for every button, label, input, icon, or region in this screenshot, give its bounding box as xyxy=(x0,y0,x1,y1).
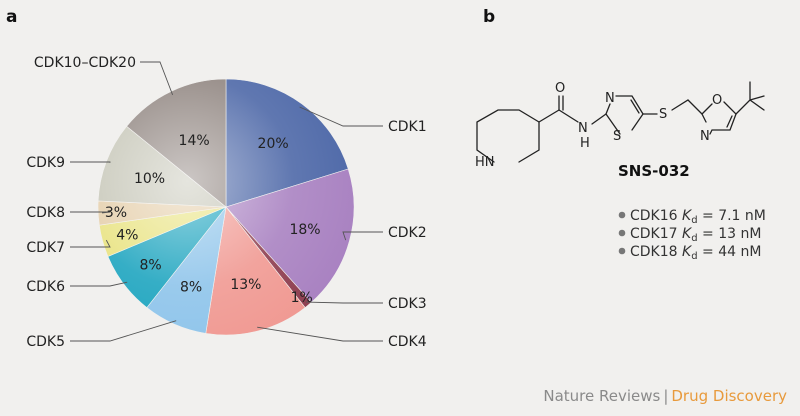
kd-subscript: d xyxy=(691,233,697,244)
kd-symbol: K xyxy=(682,208,693,224)
kd-subscript: d xyxy=(691,215,697,226)
value-label-cdk5: 8% xyxy=(180,280,202,296)
bullet xyxy=(618,211,626,219)
bond-s-ch2-oxazole xyxy=(671,99,703,115)
category-label-cdk6: CDK6 xyxy=(26,279,65,295)
thiazole-ring xyxy=(605,95,644,135)
panel-label-b: b xyxy=(483,7,495,27)
atom-h-amide: H xyxy=(580,136,590,151)
kd-symbol: K xyxy=(682,244,693,260)
kd-entry: CDK18 Kd = 44 nM xyxy=(630,244,761,262)
oxazole-ring xyxy=(701,101,737,135)
kd-symbol: K xyxy=(682,226,693,242)
bond-carbonyl-nh xyxy=(558,109,579,123)
pie-leader-lines xyxy=(70,61,383,342)
leader-line-cdk6 xyxy=(70,281,128,287)
figure-credit: Nature Reviews|Drug Discovery xyxy=(543,387,787,405)
value-label-cdk1: 20% xyxy=(258,136,289,152)
leader-line-cdk2 xyxy=(342,231,383,241)
bond-nh-thiazole xyxy=(591,113,607,125)
leader-line-cdk10-cdk20 xyxy=(140,61,174,96)
value-label-cdk10-cdk20: 14% xyxy=(179,133,210,149)
category-label-cdk1: CDK1 xyxy=(388,119,427,135)
category-label-cdk2: CDK2 xyxy=(388,225,427,241)
kd-value: = 7.1 nM xyxy=(698,208,766,224)
kd-value: = 44 nM xyxy=(698,244,762,260)
leader-line-cdk1 xyxy=(299,106,383,127)
atom-n-thiazole: N xyxy=(605,91,615,106)
kd-list: CDK16 Kd = 7.1 nM CDK17 Kd = 13 nM CDK18… xyxy=(618,208,766,262)
pie-chart: 20%18%1%13%8%8%4%3%10%14% CDK1CDK2CDK3CD… xyxy=(26,55,426,350)
category-label-cdk4: CDK4 xyxy=(388,334,427,350)
bond-pip-carbonyl xyxy=(538,109,560,123)
leader-line-cdk5 xyxy=(70,320,177,342)
kd-subscript: d xyxy=(691,251,697,262)
category-label-cdk8: CDK8 xyxy=(26,205,65,221)
atom-s-thiazole: S xyxy=(613,129,621,144)
tert-butyl-group xyxy=(735,81,765,115)
category-label-cdk3: CDK3 xyxy=(388,296,427,312)
pie-highlight xyxy=(98,79,354,335)
value-label-cdk9: 10% xyxy=(134,171,165,187)
leader-line-cdk3 xyxy=(305,301,383,304)
credit-publisher: Nature Reviews xyxy=(543,387,661,405)
kd-item: CDK18 Kd = 44 nM xyxy=(618,244,761,262)
atom-n-amide: N xyxy=(578,121,588,136)
value-label-cdk6: 8% xyxy=(139,257,161,273)
atom-o-oxazole: O xyxy=(712,93,722,108)
bullet xyxy=(618,247,626,255)
kd-target: CDK16 xyxy=(630,208,678,224)
category-label-cdk5: CDK5 xyxy=(26,334,65,350)
leader-line-cdk9 xyxy=(70,161,111,163)
kd-item: CDK17 Kd = 13 nM xyxy=(618,226,761,244)
bullet xyxy=(618,229,626,237)
pie-value-labels: 20%18%1%13%8%8%4%3%10%14% xyxy=(105,133,321,306)
credit-separator: | xyxy=(663,387,669,405)
atom-hn-piperidine: HN xyxy=(475,155,495,170)
category-label-cdk9: CDK9 xyxy=(26,155,65,171)
sns032-structure: O N H N S S O N HN xyxy=(475,81,765,170)
atom-n-oxazole: N xyxy=(700,129,710,144)
panel-label-a: a xyxy=(6,7,17,27)
kd-target: CDK18 xyxy=(630,244,678,260)
category-label-cdk7: CDK7 xyxy=(26,240,65,256)
kd-item: CDK16 Kd = 7.1 nM xyxy=(618,208,766,226)
kd-value: = 13 nM xyxy=(698,226,762,242)
bond-carbonyl-double xyxy=(558,95,564,111)
value-label-cdk7: 4% xyxy=(116,227,138,243)
atom-o-carbonyl: O xyxy=(555,81,565,96)
compound-name: SNS-032 xyxy=(618,162,690,180)
kd-entry: CDK16 Kd = 7.1 nM xyxy=(630,208,766,226)
category-label-cdk10-cdk20: CDK10–CDK20 xyxy=(34,55,136,71)
atom-s-thioether: S xyxy=(659,107,667,122)
value-label-cdk8: 3% xyxy=(105,205,127,221)
kd-entry: CDK17 Kd = 13 nM xyxy=(630,226,761,244)
leader-line-cdk8 xyxy=(70,211,111,214)
leader-line-cdk4 xyxy=(257,326,383,342)
value-label-cdk2: 18% xyxy=(289,222,320,238)
value-label-cdk3: 1% xyxy=(291,290,313,306)
kd-target: CDK17 xyxy=(630,226,678,242)
credit-journal: Drug Discovery xyxy=(671,387,787,405)
leader-line-cdk7 xyxy=(70,239,111,248)
value-label-cdk4: 13% xyxy=(230,277,261,293)
piperidine-ring xyxy=(476,109,540,163)
